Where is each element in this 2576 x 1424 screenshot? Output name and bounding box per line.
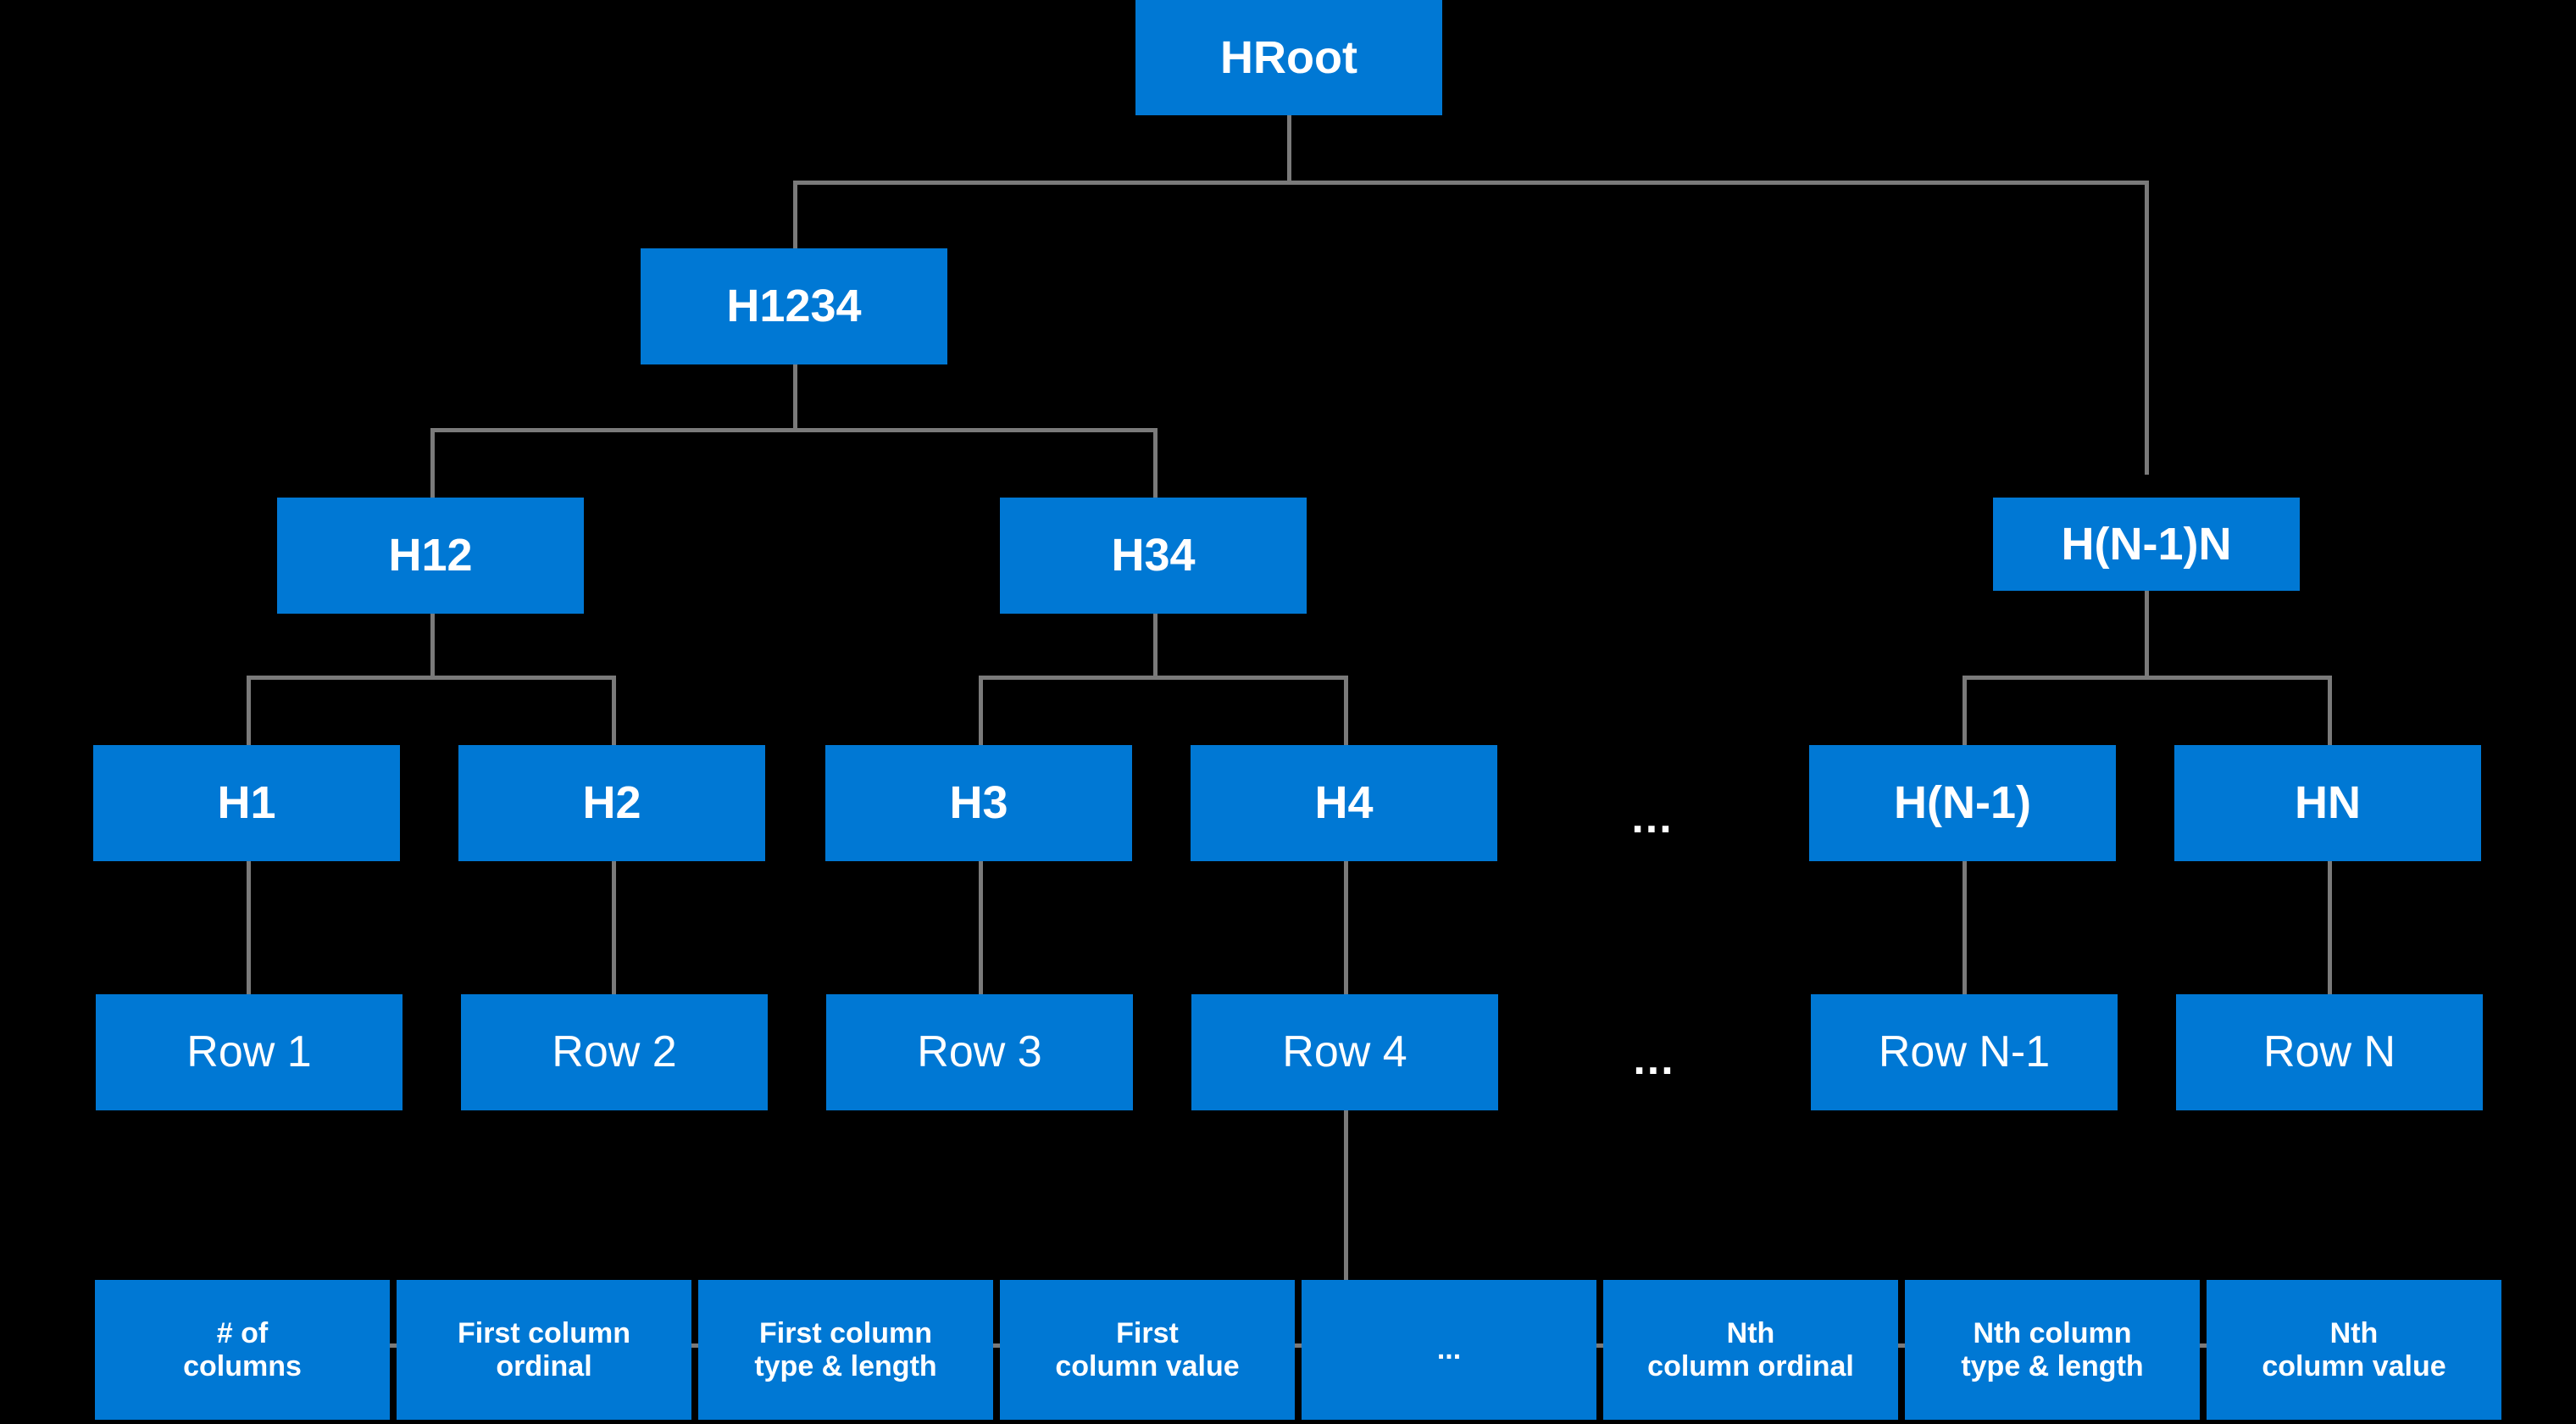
connector-hn1n-bus: [1963, 676, 2332, 680]
ellipsis-level4: ...: [1631, 793, 1674, 843]
column-cell-first-type-length[interactable]: First column type & length: [698, 1280, 993, 1420]
column-cell-line1: # of: [216, 1317, 269, 1350]
connector-hroot-stem: [1287, 115, 1291, 183]
connector-h34-stem: [1153, 614, 1158, 678]
node-h4[interactable]: H4: [1191, 745, 1497, 861]
column-cell-line1: Nth: [1726, 1317, 1775, 1350]
node-hn1[interactable]: H(N-1): [1809, 745, 2116, 861]
connector-hn1-to-rown1: [1963, 861, 1967, 1008]
column-cell-line2: column value: [2262, 1349, 2446, 1382]
node-row2[interactable]: Row 2: [461, 994, 768, 1110]
column-cell-line1: First: [1116, 1317, 1179, 1350]
column-cell-nth-ordinal[interactable]: Nth column ordinal: [1603, 1280, 1898, 1420]
node-h2[interactable]: H2: [458, 745, 765, 861]
node-hroot[interactable]: HRoot: [1135, 0, 1442, 115]
connector-h1234-to-h34: [1153, 428, 1158, 498]
connector-row4-to-columns: [1344, 1110, 1348, 1346]
connector-h1234-stem: [793, 364, 797, 431]
column-cell-num-columns[interactable]: # of columns: [95, 1280, 390, 1420]
column-cell-line1: Nth: [2329, 1317, 2379, 1350]
node-row1[interactable]: Row 1: [96, 994, 402, 1110]
connector-hn1n-to-hn: [2328, 676, 2332, 745]
column-cell-ellipsis[interactable]: ...: [1302, 1280, 1596, 1420]
connector-h4-to-row4: [1344, 861, 1348, 1008]
column-cell-line1: Nth column: [1973, 1317, 2132, 1350]
column-cell-line2: type & length: [754, 1349, 937, 1382]
column-cell-nth-type-length[interactable]: Nth column type & length: [1905, 1280, 2200, 1420]
connector-hroot-to-h1234: [793, 181, 797, 248]
node-h1234[interactable]: H1234: [641, 248, 947, 364]
column-cell-first-ordinal[interactable]: First column ordinal: [397, 1280, 691, 1420]
connector-h12-bus: [247, 676, 616, 680]
node-row4[interactable]: Row 4: [1191, 994, 1498, 1110]
connector-h1234-bus: [430, 428, 1158, 432]
column-cell-line2: type & length: [1961, 1349, 2144, 1382]
connector-h34-to-h3: [979, 676, 983, 745]
node-h3[interactable]: H3: [825, 745, 1132, 861]
column-cell-line2: column ordinal: [1647, 1349, 1854, 1382]
column-cell-line1: First column: [758, 1317, 933, 1350]
column-cell-nth-value[interactable]: Nth column value: [2207, 1280, 2501, 1420]
node-h34[interactable]: H34: [1000, 498, 1307, 614]
connector-h12-to-h2: [612, 676, 616, 745]
connector-hn-to-rown: [2328, 861, 2332, 1008]
connector-h12-to-h1: [247, 676, 251, 745]
node-hn1n[interactable]: H(N-1)N: [1993, 498, 2300, 591]
connector-h2-to-row2: [612, 861, 616, 1008]
node-rown[interactable]: Row N: [2176, 994, 2483, 1110]
column-cell-line1: First column: [457, 1317, 631, 1350]
node-row3[interactable]: Row 3: [826, 994, 1133, 1110]
node-hn[interactable]: HN: [2174, 745, 2481, 861]
ellipsis-rows: ...: [1633, 1035, 1675, 1084]
column-cell-line2: columns: [183, 1349, 302, 1382]
connector-h34-to-h4: [1344, 676, 1348, 745]
connector-hn1n-to-hn1: [1963, 676, 1967, 745]
connector-h34-bus: [979, 676, 1348, 680]
connector-h1-to-row1: [247, 861, 251, 1008]
column-cell-line2: column value: [1055, 1349, 1240, 1382]
connector-h12-stem: [430, 614, 435, 678]
connector-h1234-to-h12: [430, 428, 435, 498]
node-h1[interactable]: H1: [93, 745, 400, 861]
connector-hroot-to-hn1n: [2145, 181, 2149, 475]
node-rown1[interactable]: Row N-1: [1811, 994, 2118, 1110]
node-h12[interactable]: H12: [277, 498, 584, 614]
connector-h3-to-row3: [979, 861, 983, 1008]
connector-hn1n-stem: [2145, 591, 2149, 676]
column-cell-first-value[interactable]: First column value: [1000, 1280, 1295, 1420]
column-cell-line2: ordinal: [496, 1349, 592, 1382]
column-cell-line2: ...: [1436, 1333, 1462, 1366]
connector-hroot-bus: [793, 181, 2149, 185]
